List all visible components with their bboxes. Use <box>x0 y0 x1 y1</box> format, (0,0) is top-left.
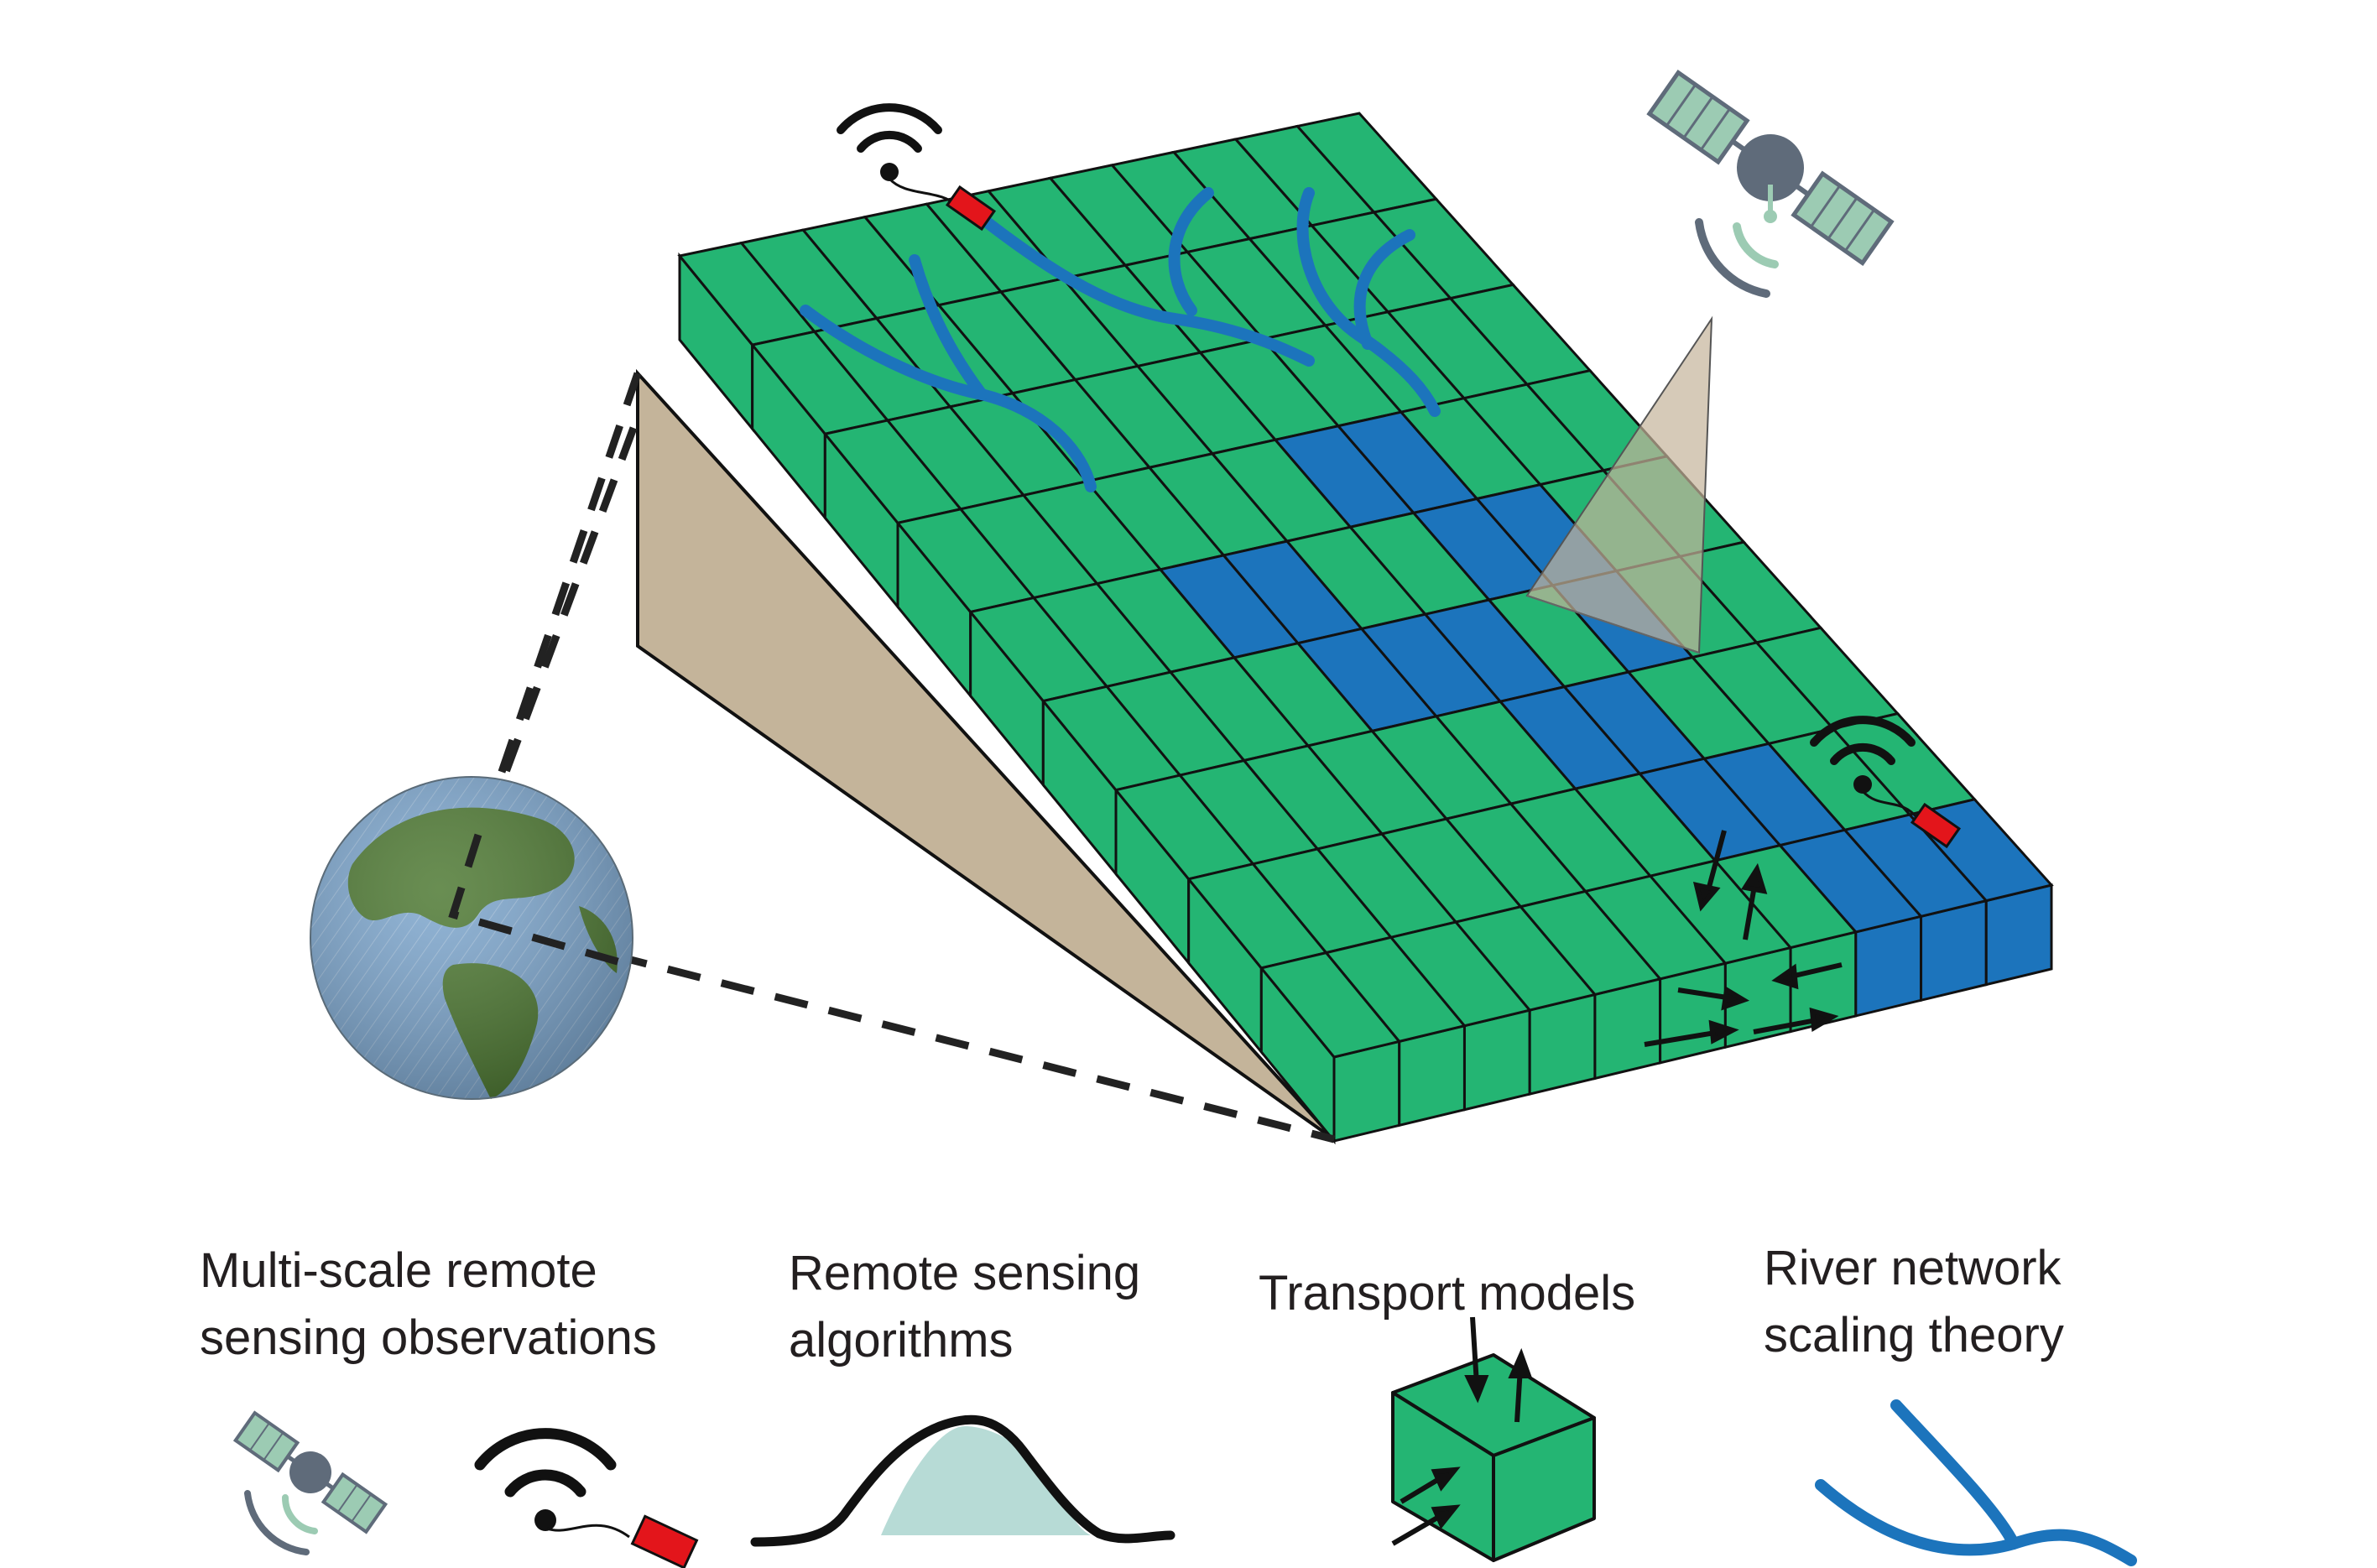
cube-icon <box>1391 1353 1596 1562</box>
soil-wedge <box>636 368 1336 1141</box>
curve-icon <box>750 1414 1175 1547</box>
front-cell <box>1659 961 1727 1065</box>
river-network <box>800 187 1441 492</box>
front-cell <box>1528 992 1597 1096</box>
zoom-projection-inset <box>448 833 631 969</box>
wifi-sensor-icon <box>837 103 997 232</box>
caption-transport: Transport models <box>1259 1260 1635 1327</box>
front-cell <box>1920 899 1988 1003</box>
cube-flux-arrows <box>1391 1316 1533 1546</box>
caption-line: Transport models <box>1259 1266 1636 1321</box>
caption-river-theory: River network scaling theory <box>1764 1235 2064 1369</box>
caption-algorithms: Remote sensing algorithms <box>789 1240 1140 1374</box>
globe-icon <box>310 776 633 1100</box>
river-branch-icon <box>1815 1399 2137 1566</box>
caption-line: algorithms <box>789 1313 1014 1367</box>
satellite-icon <box>232 1410 388 1534</box>
caption-line: River network <box>1764 1241 2062 1295</box>
river-branch <box>1168 187 1214 316</box>
river-branch <box>976 212 1315 367</box>
river-branch <box>1296 187 1441 417</box>
caption-observations: Multi-scale remote sensing observations <box>200 1237 657 1372</box>
front-cell <box>1332 1039 1401 1143</box>
front-cell <box>1854 914 1923 1018</box>
front-cell <box>1398 1024 1466 1128</box>
wifi-sensor-icon <box>474 1428 699 1568</box>
river-branch <box>1353 229 1415 350</box>
front-cell <box>1462 1008 1531 1112</box>
caption-line: sensing observations <box>200 1310 657 1365</box>
front-cell <box>1593 977 1662 1081</box>
satellite-signal <box>244 1490 318 1555</box>
wifi-sensor-icon <box>1810 716 1962 849</box>
caption-line: Remote sensing <box>789 1246 1141 1300</box>
front-cell <box>1984 883 2053 987</box>
caption-line: Multi-scale remote <box>200 1243 597 1298</box>
slab-front-faces <box>678 252 2053 1145</box>
river-branch <box>909 254 988 400</box>
satellite-signal <box>1695 185 1779 298</box>
caption-line: scaling theory <box>1764 1308 2064 1362</box>
satellite-icon <box>1646 70 1895 266</box>
flux-arrows <box>1644 830 1843 1047</box>
